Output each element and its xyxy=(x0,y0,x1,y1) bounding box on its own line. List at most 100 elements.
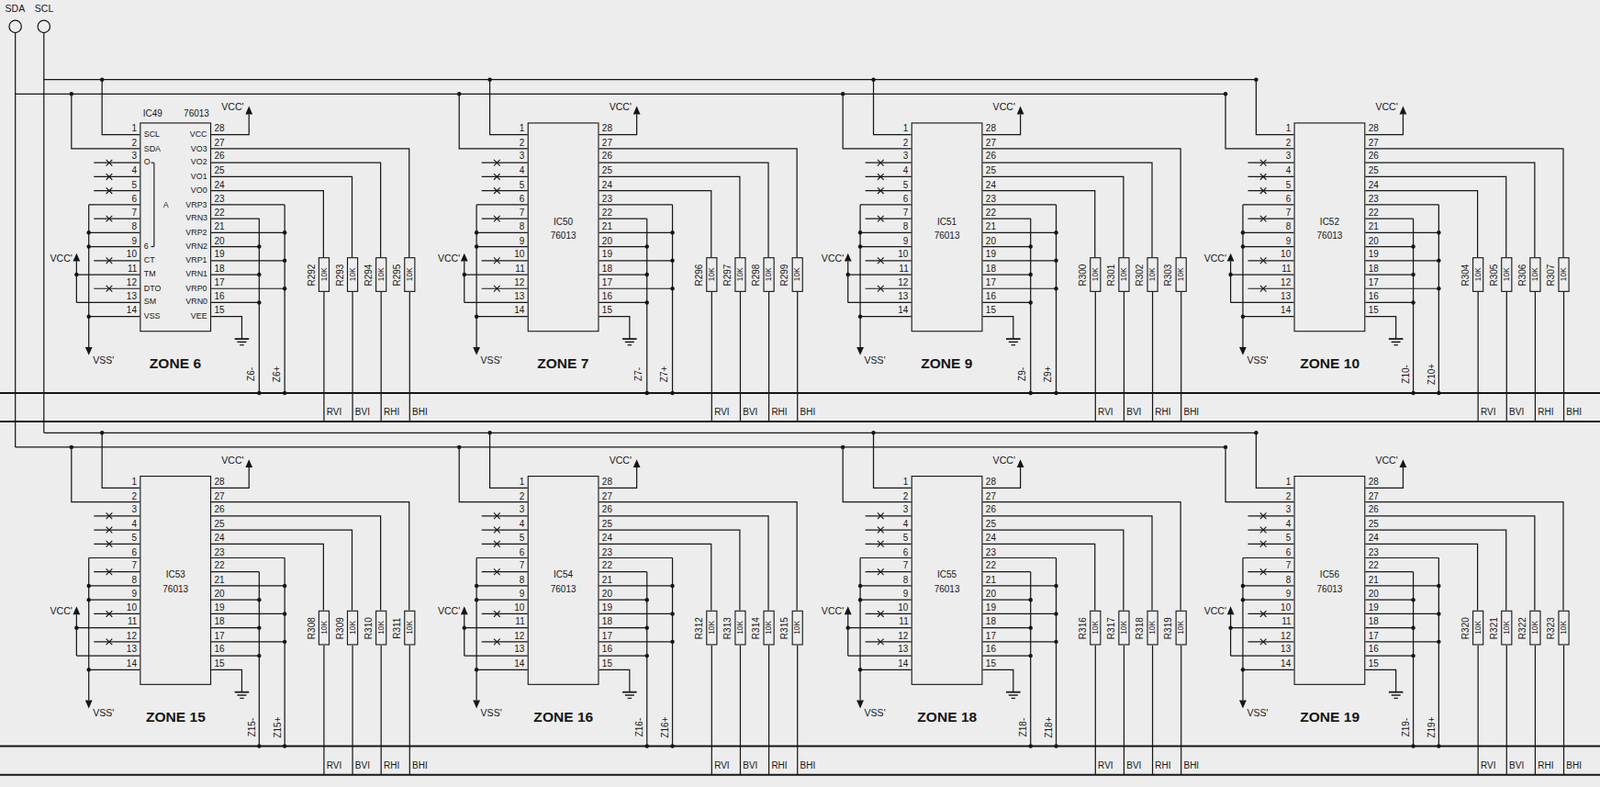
wire xyxy=(351,291,353,422)
junction-dot xyxy=(1223,91,1228,96)
pin-number: 1 xyxy=(131,477,137,487)
net-label: Z16+ xyxy=(660,716,671,738)
wire xyxy=(1365,302,1413,303)
wire xyxy=(982,273,1030,275)
resistor-value: 10K xyxy=(1531,267,1539,281)
pin-number: 13 xyxy=(514,645,525,655)
pin-number: 22 xyxy=(985,208,996,218)
pin-number: 11 xyxy=(127,617,137,627)
no-connect-mark xyxy=(877,540,884,548)
wire xyxy=(88,204,90,347)
no-connect-mark xyxy=(493,159,501,167)
wire xyxy=(93,640,140,642)
power-label: VSS' xyxy=(481,355,503,366)
wire xyxy=(71,447,140,503)
wire xyxy=(865,288,912,290)
no-connect-mark xyxy=(106,540,113,548)
pin-number: 24 xyxy=(213,180,224,191)
wire xyxy=(211,246,259,247)
wire xyxy=(859,557,861,700)
part-number: 76013 xyxy=(1317,231,1343,241)
wire xyxy=(44,78,1257,80)
pin-number: 26 xyxy=(213,505,224,515)
zone-label: ZONE 18 xyxy=(917,709,977,725)
no-connect-mark xyxy=(106,159,113,167)
wire xyxy=(1365,467,1403,488)
pin-wire xyxy=(211,190,324,258)
pin-name: SM xyxy=(144,298,157,307)
pin-number: 21 xyxy=(602,222,613,232)
wire xyxy=(464,626,528,628)
no-connect-mark xyxy=(1260,540,1267,548)
pin-number: 11 xyxy=(127,264,137,274)
no-connect-mark xyxy=(877,512,884,519)
pin-number: 12 xyxy=(897,278,908,288)
net-label: RVI xyxy=(326,760,343,771)
resistor-ref: R310 xyxy=(364,616,374,639)
resistor-value: 10K xyxy=(1474,620,1482,635)
pin-wire xyxy=(1365,502,1564,611)
resistor-ref: R312 xyxy=(694,616,705,639)
wire xyxy=(476,203,528,205)
net-label: Z19- xyxy=(1401,716,1411,737)
pin-name: VEE xyxy=(190,312,208,321)
part-ref: IC55 xyxy=(937,570,957,580)
part-number: 76013 xyxy=(1317,584,1343,594)
resistor-symbol: R30810K xyxy=(317,610,329,646)
wire xyxy=(1242,246,1295,247)
wire xyxy=(1242,315,1295,317)
wire xyxy=(599,570,648,572)
resistor-value: 10K xyxy=(319,620,327,635)
no-connect-mark xyxy=(877,285,884,292)
wire xyxy=(464,654,528,656)
no-connect-mark xyxy=(877,512,884,519)
pin-number: 17 xyxy=(213,278,224,288)
power-label: VCC' xyxy=(49,605,72,616)
wire xyxy=(865,514,912,516)
no-connect-mark xyxy=(877,173,884,180)
wire xyxy=(1477,291,1479,422)
no-connect-mark xyxy=(877,526,884,534)
ic-package: IC5476013 xyxy=(527,475,600,685)
no-connect-mark xyxy=(1260,159,1267,167)
no-connect-mark xyxy=(1260,638,1267,646)
wire xyxy=(76,654,140,656)
pin-number: 16 xyxy=(213,645,224,655)
resistor-ref: R297 xyxy=(723,263,733,286)
wire xyxy=(476,669,528,671)
wire xyxy=(101,79,140,135)
junction-dot xyxy=(858,667,862,672)
pin-number: 25 xyxy=(602,166,613,176)
net-label: RHI xyxy=(771,408,787,418)
pin-number: 18 xyxy=(213,264,224,274)
power-arrow xyxy=(1399,106,1408,115)
wire xyxy=(1225,93,1294,149)
junction-dot xyxy=(871,430,875,435)
resistor-ref: R322 xyxy=(1518,616,1528,639)
bus-line xyxy=(0,773,1600,776)
wire xyxy=(89,232,141,234)
wire xyxy=(982,626,1030,628)
wire xyxy=(1029,218,1031,393)
power-arrow xyxy=(72,605,80,615)
ground-symbol xyxy=(236,693,247,695)
pin-number: 3 xyxy=(903,505,909,515)
signal-label: SDA xyxy=(5,3,26,14)
wire xyxy=(982,640,1056,642)
power-arrow xyxy=(472,700,481,709)
junction-dot xyxy=(1241,244,1245,248)
power-arrow xyxy=(245,458,253,468)
pin-number: 9 xyxy=(131,235,137,246)
pin-number: 13 xyxy=(1280,645,1291,655)
pin-wire xyxy=(599,529,740,611)
ground-symbol xyxy=(622,337,638,340)
net-label: Z16- xyxy=(635,716,645,737)
ic-package: IC4976013SCLSDAOA6CTTMDTOSMVSSVCCVO3VO2V… xyxy=(139,122,212,332)
no-connect-mark xyxy=(1260,526,1267,534)
pin-name: VRN0 xyxy=(185,298,208,307)
wire xyxy=(865,259,912,261)
wire xyxy=(982,613,1056,615)
junction-dot xyxy=(1241,597,1245,602)
ground-symbol xyxy=(234,691,250,694)
